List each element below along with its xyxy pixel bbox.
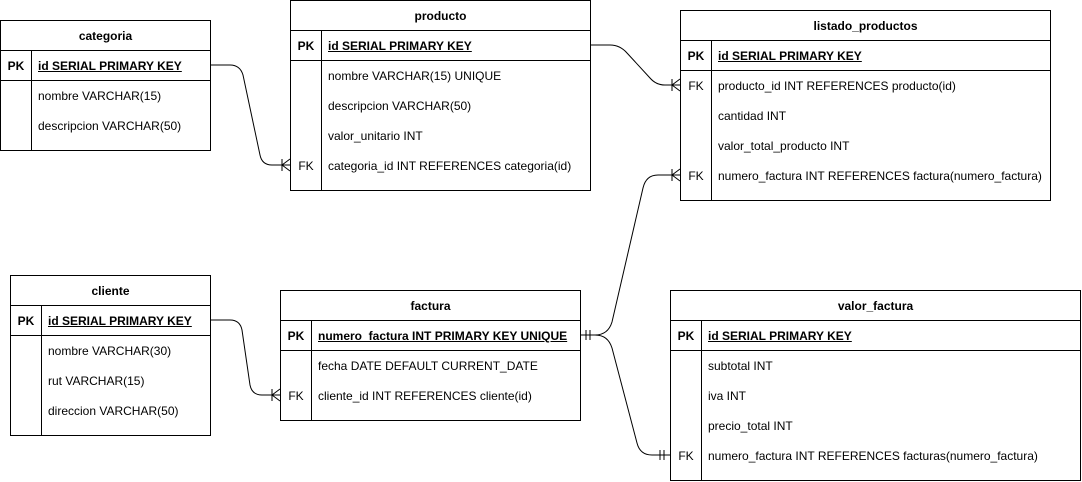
- pk-key: PK: [7, 59, 25, 73]
- entity-title: producto: [291, 1, 590, 31]
- pk-row: PK id SERIAL PRIMARY KEY: [1, 51, 210, 81]
- pk-row: PK id SERIAL PRIMARY KEY: [291, 31, 590, 61]
- pk-field: numero_factura INT PRIMARY KEY UNIQUE: [318, 329, 568, 343]
- attribute-row: nombre VARCHAR(15): [38, 89, 162, 103]
- pk-field: id SERIAL PRIMARY KEY: [718, 49, 862, 63]
- relation-factura-valor: [594, 334, 670, 456]
- crowfoot-many-icon: [671, 168, 681, 182]
- entity-cliente[interactable]: cliente PK id SERIAL PRIMARY KEY nombre …: [10, 275, 211, 436]
- pk-key: PK: [287, 329, 305, 343]
- entity-factura[interactable]: factura PK numero_factura INT PRIMARY KE…: [280, 290, 581, 421]
- entity-title: valor_factura: [671, 291, 1080, 321]
- entity-valor-factura[interactable]: valor_factura PK id SERIAL PRIMARY KEY s…: [670, 290, 1081, 481]
- relation-producto-listado: [591, 44, 680, 86]
- pk-field: id SERIAL PRIMARY KEY: [38, 59, 182, 73]
- entity-title: listado_productos: [681, 11, 1050, 41]
- crowfoot-many-icon: [671, 78, 681, 92]
- pk-key: PK: [677, 329, 695, 343]
- pk-row: PK id SERIAL PRIMARY KEY: [681, 41, 1050, 71]
- pk-key: PK: [297, 39, 315, 53]
- crowfoot-many-icon: [271, 388, 281, 402]
- pk-field: id SERIAL PRIMARY KEY: [328, 39, 472, 53]
- pk-key: PK: [687, 49, 705, 63]
- entity-listado-productos[interactable]: listado_productos PK id SERIAL PRIMARY K…: [680, 10, 1051, 201]
- pk-row: PK id SERIAL PRIMARY KEY: [671, 321, 1080, 351]
- attribute-row: nombre VARCHAR(15) UNIQUE: [328, 69, 502, 83]
- attribute-row: precio_total INT: [708, 419, 793, 433]
- attribute-row: subtotal INT: [708, 359, 773, 373]
- attribute-row: valor_total_producto INT: [718, 139, 850, 153]
- pk-row: PK id SERIAL PRIMARY KEY: [11, 306, 210, 336]
- relation-factura-listado: [581, 174, 680, 336]
- relation-categoria-producto: [211, 64, 290, 166]
- entity-producto[interactable]: producto PK id SERIAL PRIMARY KEY nombre…: [290, 0, 591, 191]
- entity-categoria[interactable]: categoria PK id SERIAL PRIMARY KEY nombr…: [0, 20, 211, 151]
- pk-row: PK numero_factura INT PRIMARY KEY UNIQUE: [281, 321, 580, 351]
- pk-key: PK: [17, 314, 35, 328]
- attribute-row: descripcion VARCHAR(50): [328, 99, 472, 113]
- attribute-row: rut VARCHAR(15): [48, 374, 145, 388]
- entity-title: categoria: [1, 21, 210, 51]
- attribute-row: valor_unitario INT: [328, 129, 423, 143]
- attribute-row: iva INT: [708, 389, 747, 403]
- attribute-row: cantidad INT: [718, 109, 787, 123]
- one-mandatory-icon: [659, 450, 665, 460]
- attribute-row: fecha DATE DEFAULT CURRENT_DATE: [318, 359, 538, 373]
- entity-title: factura: [281, 291, 580, 321]
- one-mandatory-icon: [585, 330, 591, 340]
- attribute-row: descripcion VARCHAR(50): [38, 119, 182, 133]
- pk-field: id SERIAL PRIMARY KEY: [708, 329, 852, 343]
- attribute-row: nombre VARCHAR(30): [48, 344, 172, 358]
- entity-title: cliente: [11, 276, 210, 306]
- pk-field: id SERIAL PRIMARY KEY: [48, 314, 192, 328]
- attribute-row: direccion VARCHAR(50): [48, 404, 179, 418]
- crowfoot-many-icon: [281, 158, 291, 172]
- relation-cliente-factura: [211, 319, 280, 396]
